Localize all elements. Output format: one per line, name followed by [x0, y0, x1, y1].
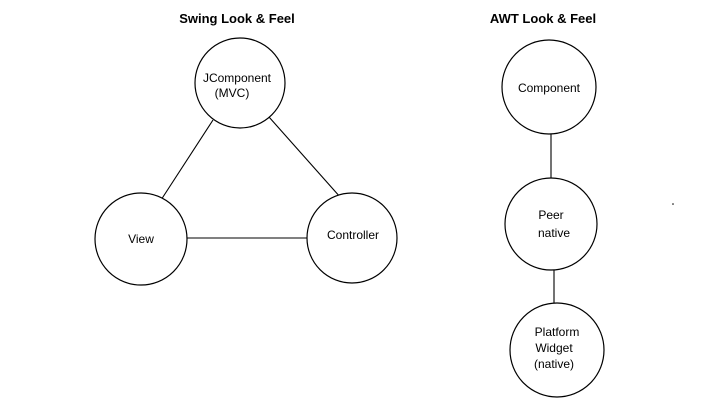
node-peer-label-line2: native — [538, 226, 570, 240]
node-view-label: View — [128, 232, 154, 246]
stray-dot — [672, 203, 674, 205]
node-peer-label-line1: Peer — [538, 208, 563, 222]
node-component: Component — [501, 39, 597, 135]
awt-title: AWT Look & Feel — [490, 11, 596, 26]
swing-title: Swing Look & Feel — [179, 11, 295, 26]
edge-jcomponent-controller — [268, 116, 342, 199]
node-controller-label: Controller — [327, 228, 379, 242]
node-peer: Peer native — [504, 177, 598, 271]
node-platform-label-line1: Platform — [535, 325, 580, 339]
node-component-label: Component — [518, 81, 581, 95]
node-view: View — [94, 192, 188, 286]
node-jcomponent: JComponent (MVC) — [194, 37, 286, 129]
edge-jcomponent-view — [160, 119, 214, 201]
node-platform-widget: Platform Widget (native) — [509, 302, 605, 398]
node-jcomponent-label-line2: (MVC) — [215, 86, 250, 100]
node-platform-label-line2: Widget — [535, 341, 573, 355]
node-controller: Controller — [306, 192, 398, 284]
node-platform-label-line3: (native) — [534, 357, 574, 371]
node-jcomponent-label-line1: JComponent — [203, 71, 272, 85]
